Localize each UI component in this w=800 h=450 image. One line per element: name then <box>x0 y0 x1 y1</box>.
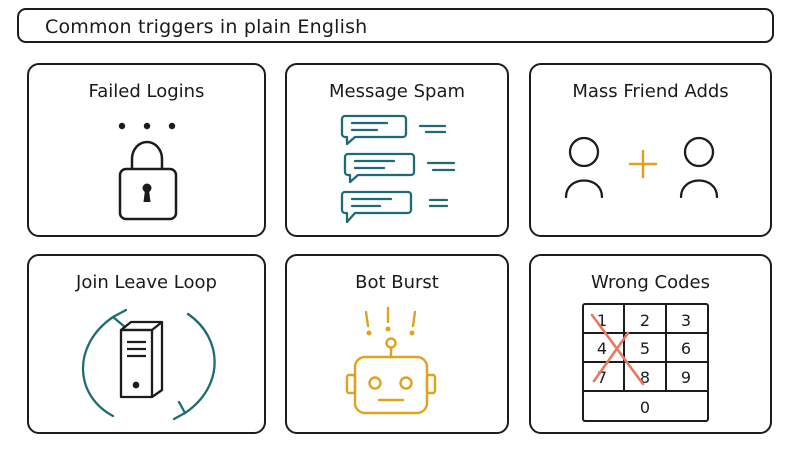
header-bar: Common triggers in plain English <box>17 8 774 43</box>
card-title: Failed Logins <box>88 81 205 102</box>
keypad-key: 7 <box>597 368 607 387</box>
keypad-icon: 1 2 3 4 5 6 7 8 9 0 <box>582 303 709 422</box>
people-plus-icon <box>564 136 719 199</box>
card-bot-burst: Bot Burst <box>285 254 509 434</box>
keypad-key: 6 <box>681 339 691 358</box>
keypad-key: 9 <box>681 368 691 387</box>
card-title: Message Spam <box>328 81 466 102</box>
page-title: Common triggers in plain English <box>45 16 368 38</box>
card-failed-logins: Failed Logins <box>27 63 266 237</box>
keypad-key: 3 <box>681 311 691 330</box>
card-title: Mass Friend Adds <box>572 81 729 102</box>
keypad-key: 4 <box>597 339 607 358</box>
keypad-key: 2 <box>640 311 650 330</box>
server-cycle-icon <box>81 308 216 421</box>
card-message-spam: Message Spam <box>285 63 509 237</box>
card-title: Join Leave Loop <box>76 272 217 293</box>
robot-alert-icon <box>345 306 437 415</box>
card-join-leave-loop: Join Leave Loop <box>27 254 266 434</box>
keypad-key: 8 <box>640 368 650 387</box>
card-mass-friend-adds: Mass Friend Adds <box>529 63 772 237</box>
keypad-key: 5 <box>640 339 650 358</box>
keypad-key: 1 <box>597 311 607 330</box>
padlock-icon <box>118 122 178 221</box>
chat-bubbles-icon <box>340 114 456 224</box>
card-title: Bot Burst <box>355 272 439 293</box>
cross-out-mark <box>590 313 645 386</box>
keypad-key: 0 <box>640 398 650 417</box>
card-wrong-codes: Wrong Codes 1 2 3 4 5 6 7 8 9 0 <box>529 254 772 434</box>
card-title: Wrong Codes <box>590 272 711 293</box>
